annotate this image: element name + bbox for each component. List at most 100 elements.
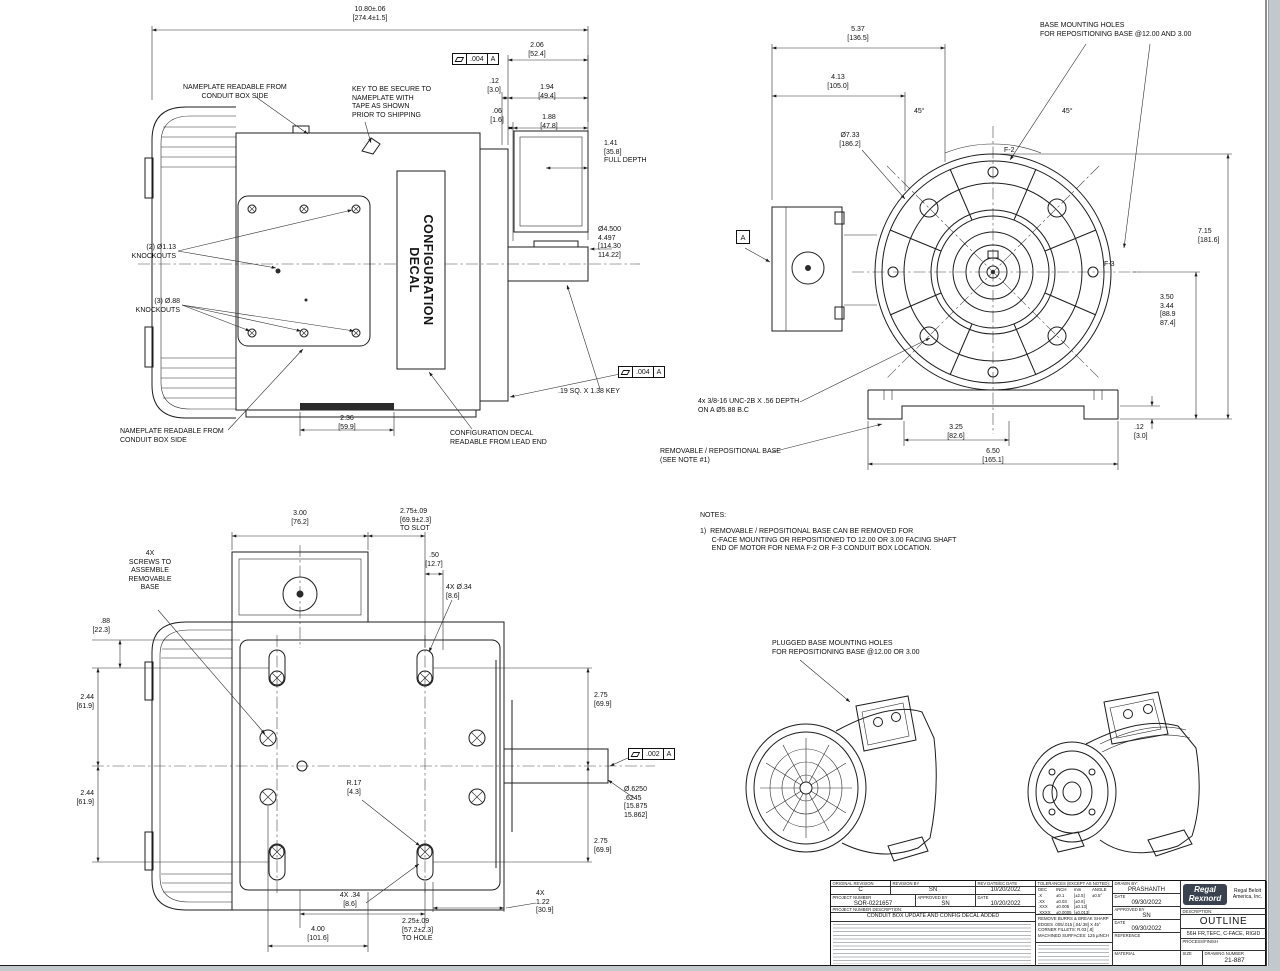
project-number-value: SOR-0221657	[853, 900, 893, 907]
angle-45-left: 45°	[914, 108, 925, 115]
logo-word-regal: Regal	[1194, 885, 1216, 895]
conduit-cover-plate	[237, 195, 371, 347]
tb-approved-value: SN	[1142, 912, 1151, 919]
nameplate-bottom-label: NAMEPLATE READABLE FROM CONDUIT BOX SIDE	[120, 428, 224, 444]
dim-ah: 2.06 [52.4]	[528, 42, 546, 58]
dim-overall-height: 7.15 [181.6]	[1198, 228, 1220, 244]
bottom-view	[92, 532, 655, 952]
base-screws-label: 4X SCREWS TO ASSEMBLE REMOVABLE BASE	[128, 550, 172, 592]
knockouts-2-label: (2) Ø1.13 KNOCKOUTS	[131, 244, 176, 260]
brand-area: Regal Rexnord Regal Beloit America, Inc.	[1181, 881, 1267, 909]
conduit-box-front	[771, 206, 877, 332]
drawing-number-header: DRAWING NUMBER	[1204, 951, 1244, 956]
f2-position-label: F-2	[1004, 147, 1015, 154]
project-number-header: PROJECT NUMBER	[832, 895, 872, 900]
shaft-bottom	[495, 660, 609, 868]
logo-word-rexnord: Rexnord	[1188, 893, 1222, 903]
viewer-right-gutter	[1268, 0, 1280, 971]
material-header: MATERIAL	[1113, 951, 1181, 967]
iso-foot-1	[887, 836, 929, 862]
dim-537: 5.37 [136.5]	[847, 26, 869, 42]
dim-box-width: 3.00 [76.2]	[291, 510, 309, 526]
description-title: OUTLINE	[1181, 915, 1267, 929]
dim-full-depth: 1.41 [35.8] FULL DEPTH	[604, 140, 647, 165]
gdt-frame-flange: .004 A	[618, 366, 666, 378]
viewer-bottom-gutter	[0, 966, 1280, 971]
dim-shaft-diameter: Ø.6250 .6245 [15.875 15.862]	[624, 786, 648, 819]
removable-base-plate	[239, 639, 501, 891]
iso-foot-2	[1147, 829, 1193, 857]
dim-194: 1.94 [49.4]	[538, 84, 556, 100]
configuration-decal	[396, 170, 446, 370]
notes-title: NOTES:	[700, 512, 727, 519]
dim-base-thickness: .12 [3.0]	[1134, 424, 1148, 440]
tolerance-row: .XX±0.03[±0.8]	[1038, 898, 1085, 904]
revision-by-value: SN	[891, 887, 976, 895]
tb-approved-date-value: 09/30/2022	[1131, 925, 1162, 932]
removable-base-label: REMOVABLE / REPOSITIONAL BASE (SEE NOTE …	[660, 448, 781, 464]
gdt-datum-ref: A	[666, 750, 672, 758]
note-1: 1) REMOVABLE / REPOSITIONAL BASE CAN BE …	[700, 528, 957, 553]
side-dimension-lines	[151, 26, 621, 436]
dim-slot-offset: .50 [12.7]	[425, 552, 443, 568]
company-name: Regal Beloit America, Inc.	[1232, 888, 1263, 900]
dim-434: 4X .34 [8.6]	[339, 892, 361, 908]
datum-a-box: A	[736, 230, 750, 244]
legal-fine-print-middle	[1036, 943, 1113, 967]
mounting-base-front	[867, 389, 1119, 420]
keyway	[987, 250, 999, 259]
description-header: DESCRIPTION:	[1181, 909, 1267, 915]
date-header: DATE	[977, 895, 989, 900]
face-ribs	[889, 168, 1097, 376]
dim-key-spec: .19 SQ. X 1.38 KEY	[558, 388, 620, 395]
base-mounting-holes-label: BASE MOUNTING HOLES FOR REPOSITIONING BA…	[1040, 22, 1192, 38]
dim-overall-length: 10.80±.06 [274.4±1.5]	[352, 6, 388, 22]
iso-view-shaft-end	[1027, 691, 1200, 857]
dim-325: 3.25 [82.6]	[947, 424, 965, 440]
taped-key	[361, 137, 381, 155]
size-header: SIZE	[1181, 951, 1203, 967]
iso-label-leader	[799, 659, 851, 703]
drawn-date-value: 09/30/2022	[1131, 899, 1162, 906]
dim-275-upper: 2.75 [69.9]	[594, 692, 612, 708]
gdt-frame-shaft: .002 A	[628, 748, 676, 760]
tolerance-row: .XXX±0.005[±0.13]	[1038, 904, 1088, 910]
approved-by-value: SN	[941, 900, 950, 907]
shaft	[507, 240, 589, 282]
rev-date-header: REV DATE/EC DATE	[976, 881, 1036, 887]
dim-088: .88 [22.3]	[92, 618, 110, 634]
tolerance-row: .X±0.1[±2.5]±0.5°	[1038, 892, 1103, 898]
bottom-dimension-lines	[92, 532, 635, 952]
gdt-tolerance-value: .004	[633, 367, 654, 377]
front-dimension-lines	[744, 43, 1232, 470]
nameplate-top-label: NAMEPLATE READABLE FROM CONDUIT BOX SIDE	[183, 84, 287, 100]
dim-rabbet-depth: .12 [3.0]	[487, 78, 501, 94]
dim-006: .06 [1.6]	[490, 108, 504, 124]
fan-cover	[144, 106, 236, 419]
flatness-symbol	[629, 749, 643, 759]
dim-to-hole: 2.25±.09 [57.2±2.3] TO HOLE	[402, 918, 434, 943]
gdt-tolerance-value: .004	[467, 54, 488, 64]
drawn-by-header: DRAWN BY:	[1114, 881, 1138, 886]
tb-approved-date-header: DATE	[1114, 920, 1126, 925]
mounting-base-side	[245, 403, 477, 418]
dim-413: 4.13 [105.0]	[827, 74, 849, 90]
legal-fine-print-left	[831, 922, 1036, 967]
dim-244-lower: 2.44 [61.9]	[76, 790, 94, 806]
dim-pilot-diameter: Ø4.500 4.497 [114.30 114.22]	[598, 226, 621, 259]
configuration-decal-text: CONFIGURATION DECAL	[407, 214, 435, 326]
dim-to-slot: 2.75±.09 [69.9±2.3] TO SLOT	[400, 508, 432, 533]
tb-approved-header: APPROVED BY	[1114, 907, 1145, 912]
f3-position-label: F-3	[1104, 261, 1115, 268]
description-subtitle: 56H FR,TEFC, C-FACE, RIGID	[1181, 929, 1267, 939]
knockouts-3-label: (3) Ø.88 KNOCKOUTS	[135, 298, 180, 314]
c-face-flange	[479, 130, 589, 402]
key-tape-label: KEY TO BE SECURE TO NAMEPLATE WITH TAPE …	[352, 86, 432, 119]
flatness-symbol	[453, 54, 467, 64]
burrs-note: REMOVE BURRS & BREAK SHARP EDGES .005/.0…	[1036, 915, 1113, 943]
tolerance-row: .XXXX±0.0005[±0.013]	[1038, 910, 1090, 915]
gdt-datum-ref: A	[490, 55, 496, 63]
